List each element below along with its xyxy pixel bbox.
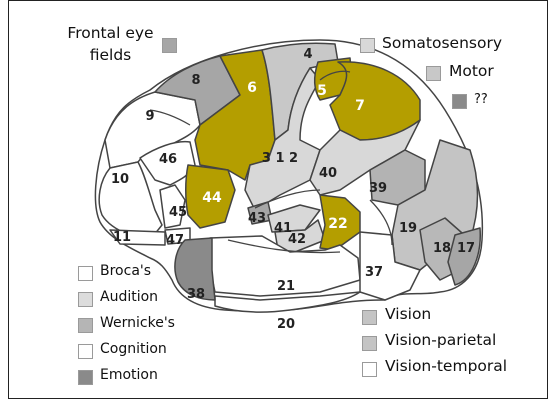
emotion-label: Emotion — [100, 368, 158, 382]
vision-label: Vision — [385, 307, 431, 323]
area-6-label: 6 — [247, 80, 257, 96]
unknown-label: ?? — [474, 93, 488, 106]
audition-label: Audition — [100, 290, 158, 304]
frontal-eye-fields-label: Frontal eye fields — [58, 22, 163, 66]
area-17-label: 17 — [457, 241, 475, 256]
emotion-swatch — [78, 370, 93, 385]
unknown-swatch — [452, 94, 467, 109]
wernickes-swatch — [78, 318, 93, 333]
motor-swatch — [426, 66, 441, 81]
area-8-label: 8 — [191, 73, 200, 88]
area-312-label: 3 1 2 — [262, 151, 298, 166]
vision-temporal-swatch — [362, 362, 377, 377]
vision-temporal-label: Vision-temporal — [385, 359, 507, 375]
area-40-label: 40 — [319, 166, 337, 181]
area-20-label: 20 — [277, 317, 295, 332]
area-38-label: 38 — [187, 287, 205, 302]
area-10-label: 10 — [111, 172, 129, 187]
area-4-label: 4 — [303, 47, 312, 62]
brocas-swatch — [78, 266, 93, 281]
area-44-label: 44 — [202, 190, 222, 206]
area-21-label: 21 — [277, 279, 295, 294]
area-39-label: 39 — [369, 181, 387, 196]
area-37-label: 37 — [365, 265, 383, 280]
area-9-label: 9 — [145, 109, 154, 124]
area-42-label: 42 — [288, 232, 306, 247]
frontal-eye-fields-swatch — [162, 38, 177, 53]
area-19-label: 19 — [399, 221, 417, 236]
vision-swatch — [362, 310, 377, 325]
vision-parietal-swatch — [362, 336, 377, 351]
somatosensory-label: Somatosensory — [382, 36, 502, 52]
cognition-label: Cognition — [100, 342, 167, 356]
wernickes-label: Wernicke's — [100, 316, 175, 330]
cognition-swatch — [78, 344, 93, 359]
area-46-label: 46 — [159, 152, 177, 167]
area-11-label: 11 — [113, 230, 131, 245]
area-43-label: 43 — [248, 211, 266, 226]
vision-parietal-label: Vision-parietal — [385, 333, 496, 349]
brocas-label: Broca's — [100, 264, 151, 278]
area-18-label: 18 — [433, 241, 451, 256]
area-45-label: 45 — [169, 205, 187, 220]
audition-swatch — [78, 292, 93, 307]
area-22-label: 22 — [328, 216, 347, 232]
area-47-label: 47 — [166, 233, 184, 248]
area-5-label: 5 — [317, 83, 327, 99]
area-7-label: 7 — [355, 98, 365, 114]
somatosensory-swatch — [360, 38, 375, 53]
motor-label: Motor — [449, 64, 494, 80]
